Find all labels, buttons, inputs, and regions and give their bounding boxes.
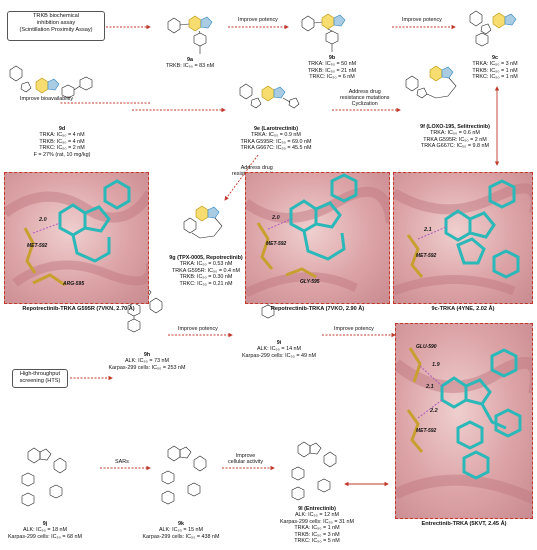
structure-9k-drawing <box>161 445 207 505</box>
compound-9l-data: ALK: IC₅₀ = 12 nM Karpas-299 cells: IC₅₀… <box>279 512 355 545</box>
compound-9j-label: 9j <box>42 521 48 527</box>
compound-9j-data: ALK: IC₅₀ = 18 nM Karpas-299 cells: IC₅₀… <box>7 527 83 540</box>
step-improve-cellular: Improve cellular activity <box>228 453 264 466</box>
compound-9i-data: ALK: IC₅₀ = 14 nM Karpas-299 cells: IC₅₀… <box>241 346 317 359</box>
panel4-distance-2: 2.1 <box>426 384 434 390</box>
compound-9c: 9c TRKA: IC₅₀ = 3 nM TRKB: IC₅₀ = 1 nM T… <box>460 55 530 81</box>
compound-9a-data: TRKB: IC₅₀ = 83 nM <box>165 63 215 70</box>
compound-9i: 9i ALK: IC₅₀ = 14 nM Karpas-299 cells: I… <box>236 340 322 359</box>
compound-9e-data: TRKA: IC₅₀ = 0.9 nM TRKA G595R: IC₅₀ = 6… <box>240 132 312 152</box>
structure-9d-drawing <box>9 65 93 99</box>
compound-9c-label: 9c <box>492 55 498 61</box>
panel4-distance-3: 2.2 <box>430 408 438 414</box>
compound-9a-label: 9a <box>187 57 193 63</box>
structure-9a-drawing <box>167 15 213 54</box>
panel1-structure <box>5 179 148 287</box>
panel4-structure <box>396 347 532 505</box>
panel4-distance-1: 1.9 <box>432 362 440 368</box>
compound-9i-label: 9i <box>276 340 282 346</box>
structure-9b-drawing <box>301 13 346 52</box>
step-improve-potency-4: Improve potency <box>334 326 374 332</box>
step-improve-potency-1: Improve potency <box>238 17 278 23</box>
panel2-res-gly595: GLY-595 <box>300 279 320 285</box>
panel4-caption: Entrectinib-TRKA (5KVT, 2.45 Å) <box>421 521 507 527</box>
panel1-distance: 2.0 <box>39 217 47 223</box>
compound-9h-label: 9h <box>143 352 151 358</box>
panel3-res-met592: MET-592 <box>416 253 437 259</box>
panel2-distance: 2.0 <box>272 215 280 221</box>
structure-9c-drawing <box>469 10 517 47</box>
structure-9e-drawing <box>239 83 300 109</box>
compound-9g-label: 9g (TPX-0005, Repotrectinib) <box>169 255 243 261</box>
compound-9k: 9k ALK: IC₅₀ = 15 nM Karpas-299 cells: I… <box>136 521 226 540</box>
trkb-assay-box: TRKB biochemical inhibition assay (Scint… <box>7 11 105 41</box>
compound-9f: 9f (LOXO-195, Selitrectinib) TRKA: IC₅₀ … <box>405 124 505 150</box>
panel3-caption: 9c-TRKA (4YNE, 2.02 Å) <box>431 306 495 312</box>
panel-repotrectinib-g595r: 2.0 MET-592 ARG-595 <box>4 172 149 304</box>
compound-9l: 9l (Entrectinib) ALK: IC₅₀ = 12 nM Karpa… <box>270 506 364 544</box>
compound-9b-label: 9b <box>328 55 336 61</box>
hts-box: High-throughput screening (HTS) <box>12 369 68 388</box>
panel3-structure <box>394 179 532 296</box>
compound-9g: 9g (TPX-0005, Repotrectinib) TRKA: IC₅₀ … <box>162 255 250 287</box>
compound-9h-data: ALK: IC₅₀ = 73 nM Karpas-299 cells: IC₅₀… <box>108 358 186 371</box>
compound-9g-data: TRKA: IC₅₀ = 0.53 nM TRKA G595R: IC₅₀ = … <box>171 261 241 287</box>
compound-9d-data: TRKA: IC₅₀ = 4 nM TRKB: IC₅₀ = 4 nM TRKC… <box>33 132 91 158</box>
structure-9j-drawing <box>21 447 67 507</box>
panel-repotrectinib-trka: 2.0 MET-592 GLY-595 <box>245 172 390 304</box>
panel1-res-arg595: ARG-595 <box>63 281 85 287</box>
panel1-res-met592: MET-592 <box>27 243 48 249</box>
step-address-mutations-1: Address drug resistance mutations Cycliz… <box>340 89 390 108</box>
panel-entrectinib-trka: GLU-590 1.9 2.1 2.2 MET-592 <box>395 323 533 519</box>
compound-9c-data: TRKA: IC₅₀ = 3 nM TRKB: IC₅₀ = 1 nM TRKC… <box>472 61 518 81</box>
step-improve-bioavailability: Improve bioavailability <box>20 96 74 102</box>
compound-9d: 9d TRKA: IC₅₀ = 4 nM TRKB: IC₅₀ = 4 nM T… <box>24 126 100 158</box>
panel-9c-trka: 2.1 MET-592 <box>393 172 533 304</box>
panel2-res-met592: MET-592 <box>266 241 287 247</box>
compound-9f-data: TRKA: IC₅₀ = 0.6 nM TRKA G595R: IC₅₀ = 2… <box>420 130 490 150</box>
compound-9d-label: 9d <box>58 126 66 132</box>
panel1-caption: Repotrectinib-TRKA G595R (7VKN, 2.70 Å) <box>22 306 135 312</box>
panel2-structure <box>246 173 389 298</box>
compound-9b-data: TRKA: IC₅₀ = 50 nM TRKB: IC₅₀ = 21 nM TR… <box>307 61 357 81</box>
panel3-distance: 2.1 <box>424 227 432 233</box>
step-improve-potency-2: Improve potency <box>402 17 442 23</box>
compound-9e: 9e (Larotrectinib) TRKA: IC₅₀ = 0.9 nM T… <box>228 126 324 152</box>
structure-9f-drawing <box>405 65 457 99</box>
compound-9e-label: 9e (Larotrectinib) <box>253 126 299 132</box>
compound-9l-label: 9l (Entrectinib) <box>298 506 336 512</box>
compound-9f-label: 9f (LOXO-195, Selitrectinib) <box>420 124 490 130</box>
step-sars: SARs <box>115 459 129 465</box>
panel4-res-met592: MET-592 <box>416 428 437 434</box>
compound-9b: 9b TRKA: IC₅₀ = 50 nM TRKB: IC₅₀ = 21 nM… <box>297 55 367 81</box>
structure-9l-drawing <box>291 441 337 501</box>
panel2-caption: Repotrectinib-TRKA (7VKO, 2.90 Å) <box>270 306 365 312</box>
panel4-res-glu590: GLU-590 <box>416 344 437 350</box>
step-improve-potency-3: Improve potency <box>178 326 218 332</box>
arrow-9e-to-9g <box>224 154 259 201</box>
compound-9k-label: 9k <box>178 521 184 527</box>
compound-9h: 9h ALK: IC₅₀ = 73 nM Karpas-299 cells: I… <box>102 352 192 371</box>
compound-9k-data: ALK: IC₅₀ = 15 nM Karpas-299 cells: IC₅₀… <box>142 527 220 540</box>
compound-9a: 9a TRKB: IC₅₀ = 83 nM <box>160 57 220 70</box>
compound-9j: 9j ALK: IC₅₀ = 18 nM Karpas-299 cells: I… <box>2 521 88 540</box>
structure-9g-drawing <box>183 205 223 239</box>
